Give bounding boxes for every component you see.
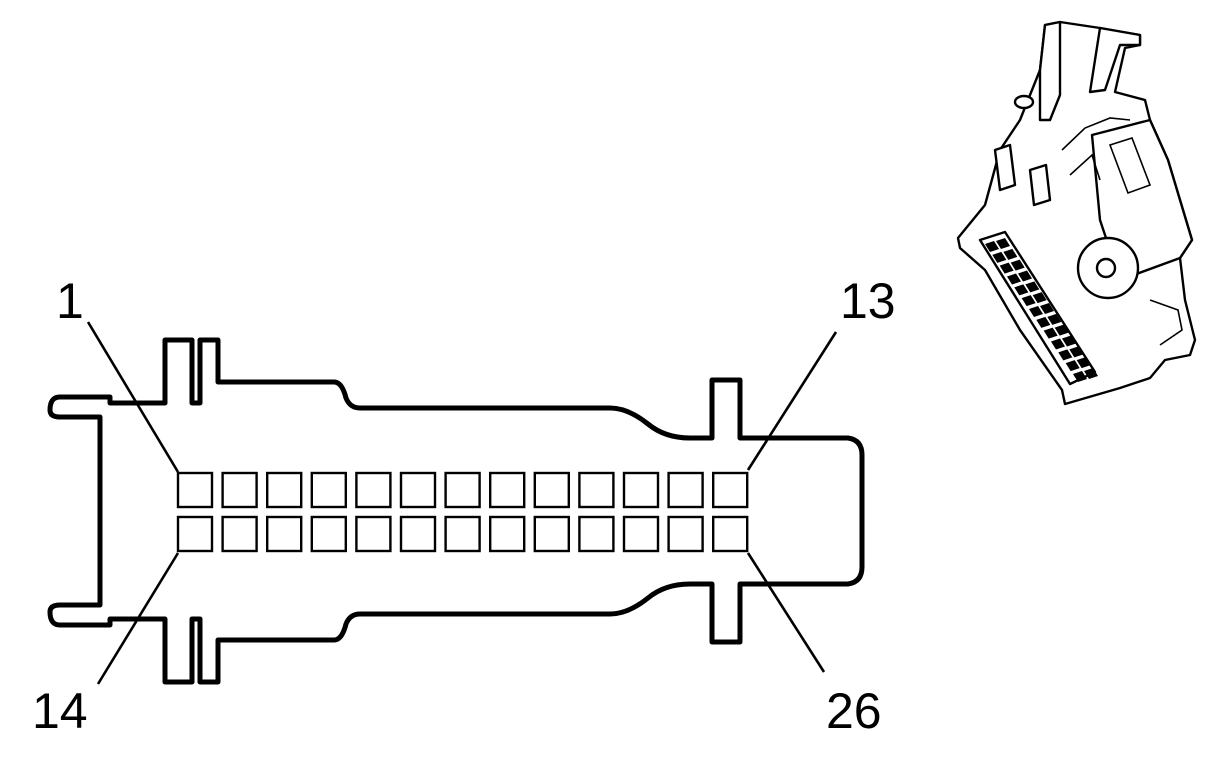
cavity-pin-24 (622, 515, 660, 553)
cavity-pin-20 (444, 515, 481, 553)
pin-label-26: 26 (826, 683, 882, 739)
leader-line-pin-13 (746, 331, 838, 471)
leader-line-pin-26 (746, 552, 826, 673)
isometric-terminal (1040, 303, 1054, 314)
isometric-terminal (1007, 273, 1021, 285)
cavity-pin-10 (578, 471, 615, 509)
isometric-terminal (1025, 281, 1040, 293)
isometric-terminal (1051, 338, 1065, 350)
cavity-pin-9 (533, 471, 570, 509)
cavity-pin-2 (221, 471, 258, 509)
cavity-pin-18 (355, 515, 392, 553)
isometric-terminal (1021, 295, 1036, 307)
cavity-pin-12 (667, 471, 704, 509)
connector-face-outline (47, 337, 865, 685)
cavity-grid (176, 471, 749, 553)
cavity-pin-23 (578, 515, 615, 553)
isometric-terminal (1010, 259, 1025, 271)
cavity-pin-19 (399, 515, 437, 553)
cavity-pin-4 (310, 471, 347, 509)
isometric-terminal (1029, 306, 1043, 317)
isometric-terminal (1036, 316, 1051, 328)
pin-label-1: 1 (56, 273, 84, 329)
isometric-terminal (1069, 346, 1084, 358)
cavity-pin-17 (310, 515, 347, 553)
isometric-terminal (1018, 270, 1032, 282)
isometric-terminal (1076, 357, 1091, 369)
cavity-pin-25 (667, 515, 704, 553)
isometric-terminal (1065, 360, 1080, 372)
isometric-terminal-grid (985, 238, 1098, 382)
cavity-pin-15 (221, 515, 258, 553)
cavity-pin-26 (712, 515, 749, 553)
cavity-pin-1 (176, 471, 214, 509)
isometric-terminal (1084, 368, 1098, 379)
cavity-pin-22 (533, 515, 570, 553)
cavity-pin-6 (399, 471, 437, 509)
leader-line-pin-1 (86, 321, 180, 473)
isometric-terminal (1058, 349, 1073, 361)
cavity-pin-8 (489, 471, 526, 509)
cavity-pin-11 (622, 471, 660, 509)
isometric-terminal (992, 251, 1007, 263)
pin-label-13: 13 (840, 273, 896, 329)
isometric-terminal (1032, 292, 1047, 304)
cavity-pin-7 (444, 471, 481, 509)
cavity-pin-16 (266, 515, 303, 553)
isometric-terminal (1054, 324, 1069, 336)
isometric-terminal (999, 262, 1014, 274)
isometric-terminal (1062, 335, 1076, 347)
isometric-terminal (1043, 327, 1058, 339)
cavity-pin-5 (355, 471, 392, 509)
cavity-pin-21 (489, 515, 526, 553)
isometric-terminal (1047, 313, 1062, 325)
isometric-terminal (1014, 284, 1029, 296)
isometric-terminal (1073, 371, 1087, 382)
isometric-terminal (985, 241, 999, 252)
pin-label-14: 14 (32, 683, 88, 739)
connector-isometric-view (956, 20, 1197, 406)
cavity-pin-3 (266, 471, 303, 509)
cavity-pin-14 (176, 515, 214, 553)
leader-line-pin-14 (96, 552, 180, 685)
isometric-terminal (996, 238, 1010, 249)
isometric-terminal (1003, 248, 1018, 260)
cavity-pin-13 (712, 471, 749, 509)
